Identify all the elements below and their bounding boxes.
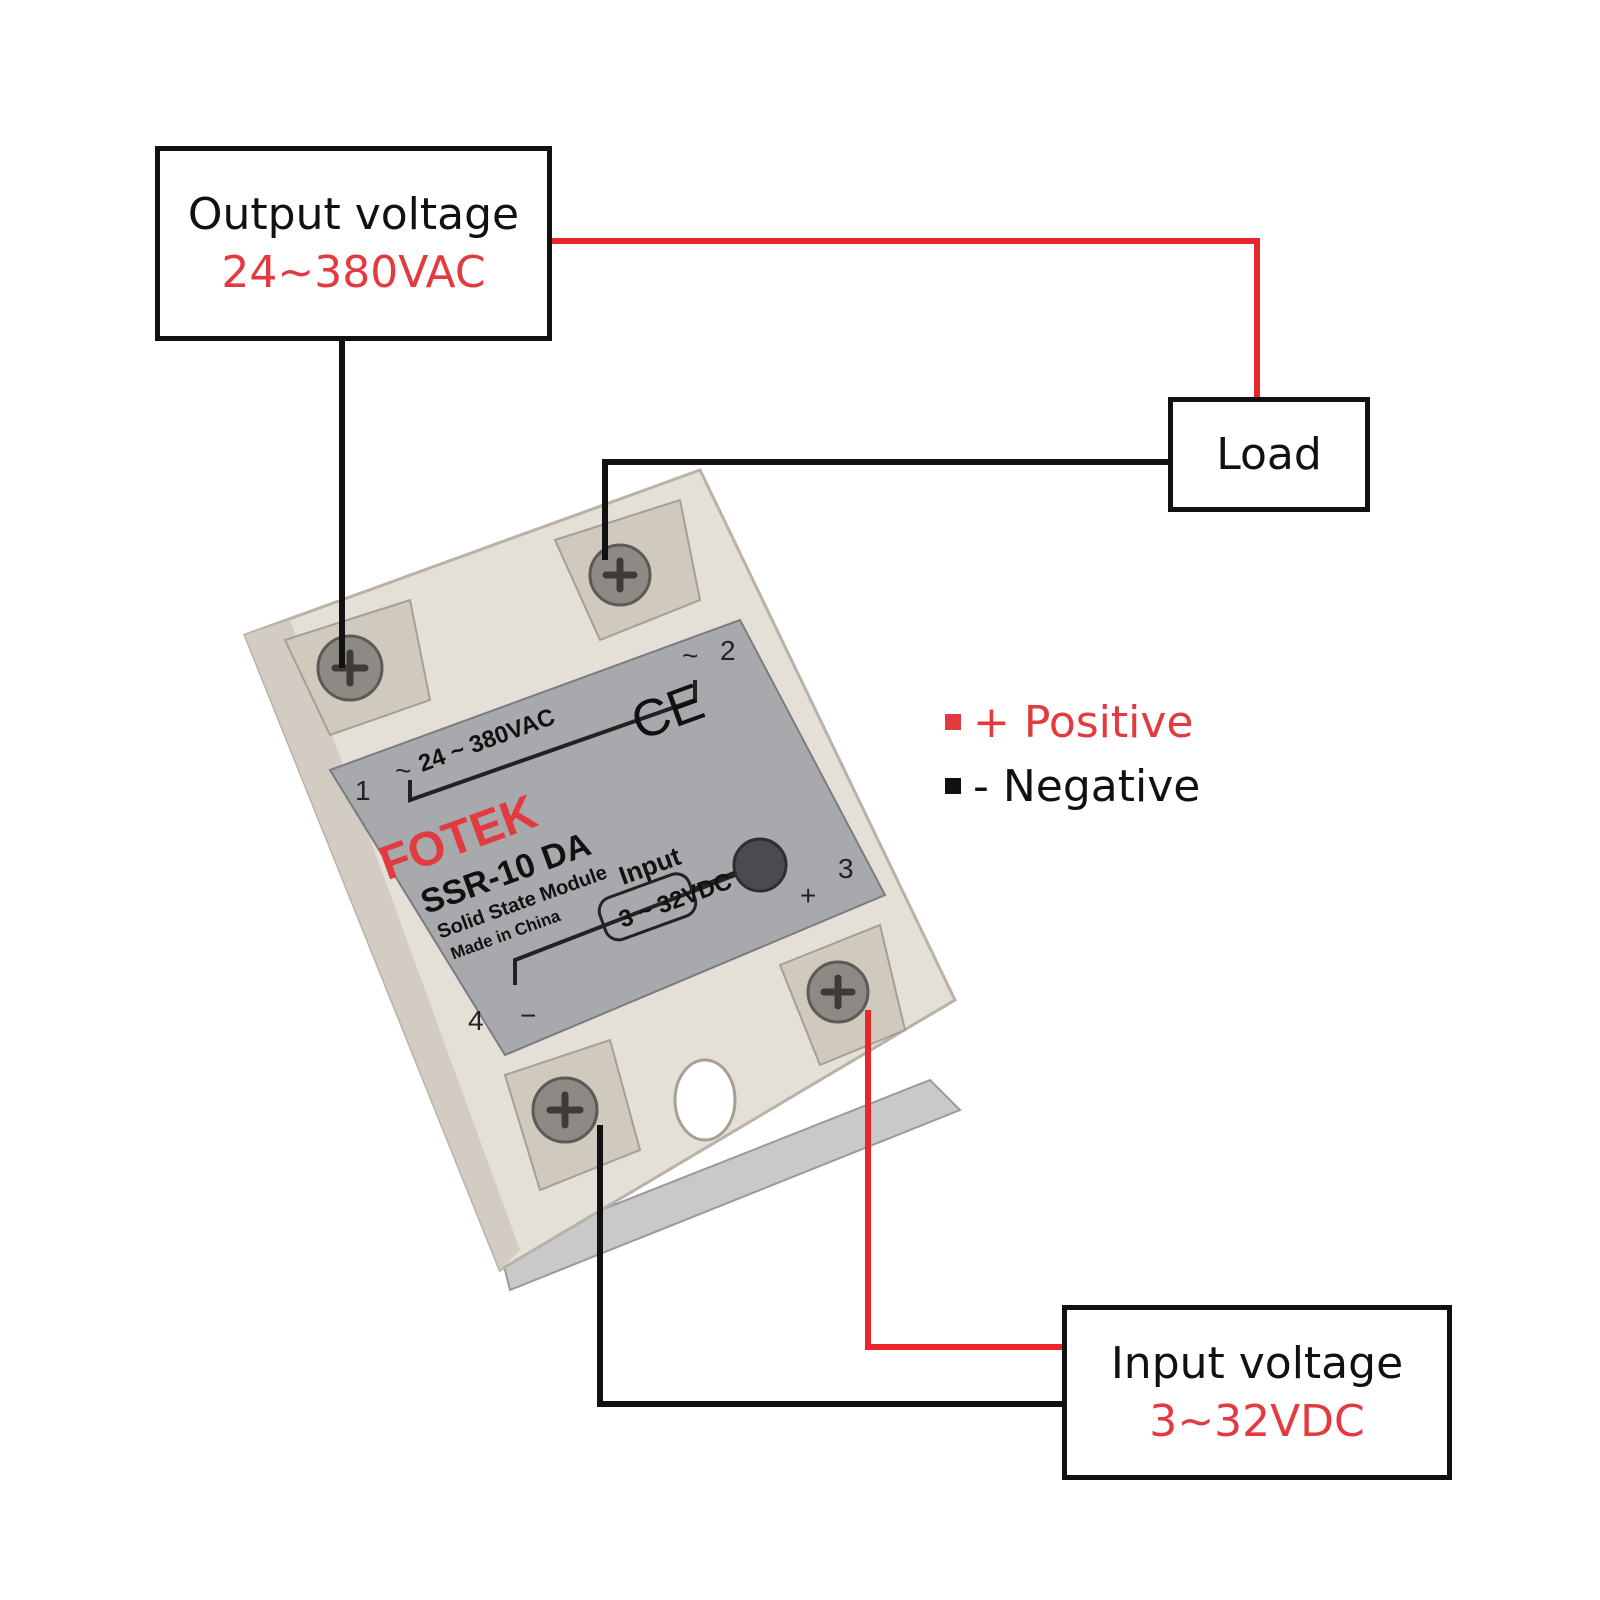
legend-positive-label: + Positive <box>973 696 1194 748</box>
terminal-label-3: 3 <box>838 853 854 884</box>
ac-symbol-1: ~ <box>395 755 411 786</box>
output-voltage-title: Output voltage <box>187 188 520 240</box>
legend-negative: - Negative <box>945 754 1200 818</box>
wire-load-to-terminal2-black <box>602 459 1168 560</box>
screw-terminal-1 <box>316 634 384 702</box>
input-voltage-value: 3~32VDC <box>1149 1395 1365 1447</box>
led-indicator <box>732 837 788 893</box>
load-title: Load <box>1216 428 1322 480</box>
dc-bracket <box>513 873 736 985</box>
input-frame <box>597 872 698 942</box>
negative-swatch <box>945 778 961 794</box>
label-plate <box>328 618 887 1057</box>
solid-state-relay: 24 ~ 380VAC FOTEK SSR-10 DA Solid State … <box>243 468 962 1292</box>
minus-symbol: − <box>520 1000 536 1031</box>
screw-terminal-2 <box>588 543 652 607</box>
wire-input-to-terminal3-red <box>865 1010 1062 1350</box>
wire-input-to-terminal4-black <box>597 1125 1062 1407</box>
polarity-legend: + Positive - Negative <box>945 690 1200 818</box>
ac-bracket <box>408 680 697 803</box>
positive-swatch <box>945 714 961 730</box>
mounting-slot <box>673 1058 737 1142</box>
ac-symbol-2: ~ <box>682 640 698 671</box>
output-voltage-value: 24~380VAC <box>221 246 486 298</box>
legend-positive: + Positive <box>945 690 1200 754</box>
relay-side <box>245 620 520 1270</box>
output-voltage-box: Output voltage 24~380VAC <box>155 146 552 341</box>
heatsink-plate <box>498 1078 962 1292</box>
terminal-label-1: 1 <box>355 775 371 806</box>
screw-terminal-3 <box>806 960 870 1024</box>
input-voltage-box: Input voltage 3~32VDC <box>1062 1305 1452 1480</box>
terminal-label-2: 2 <box>720 635 736 666</box>
wire-output-to-load-red <box>552 238 1260 397</box>
screw-terminal-4 <box>531 1076 599 1144</box>
legend-negative-label: - Negative <box>973 760 1201 812</box>
input-voltage-title: Input voltage <box>1110 1337 1404 1389</box>
load-box: Load <box>1168 397 1370 512</box>
plus-symbol: + <box>800 880 816 911</box>
input-lead <box>689 870 736 892</box>
terminal-label-4: 4 <box>468 1005 484 1036</box>
